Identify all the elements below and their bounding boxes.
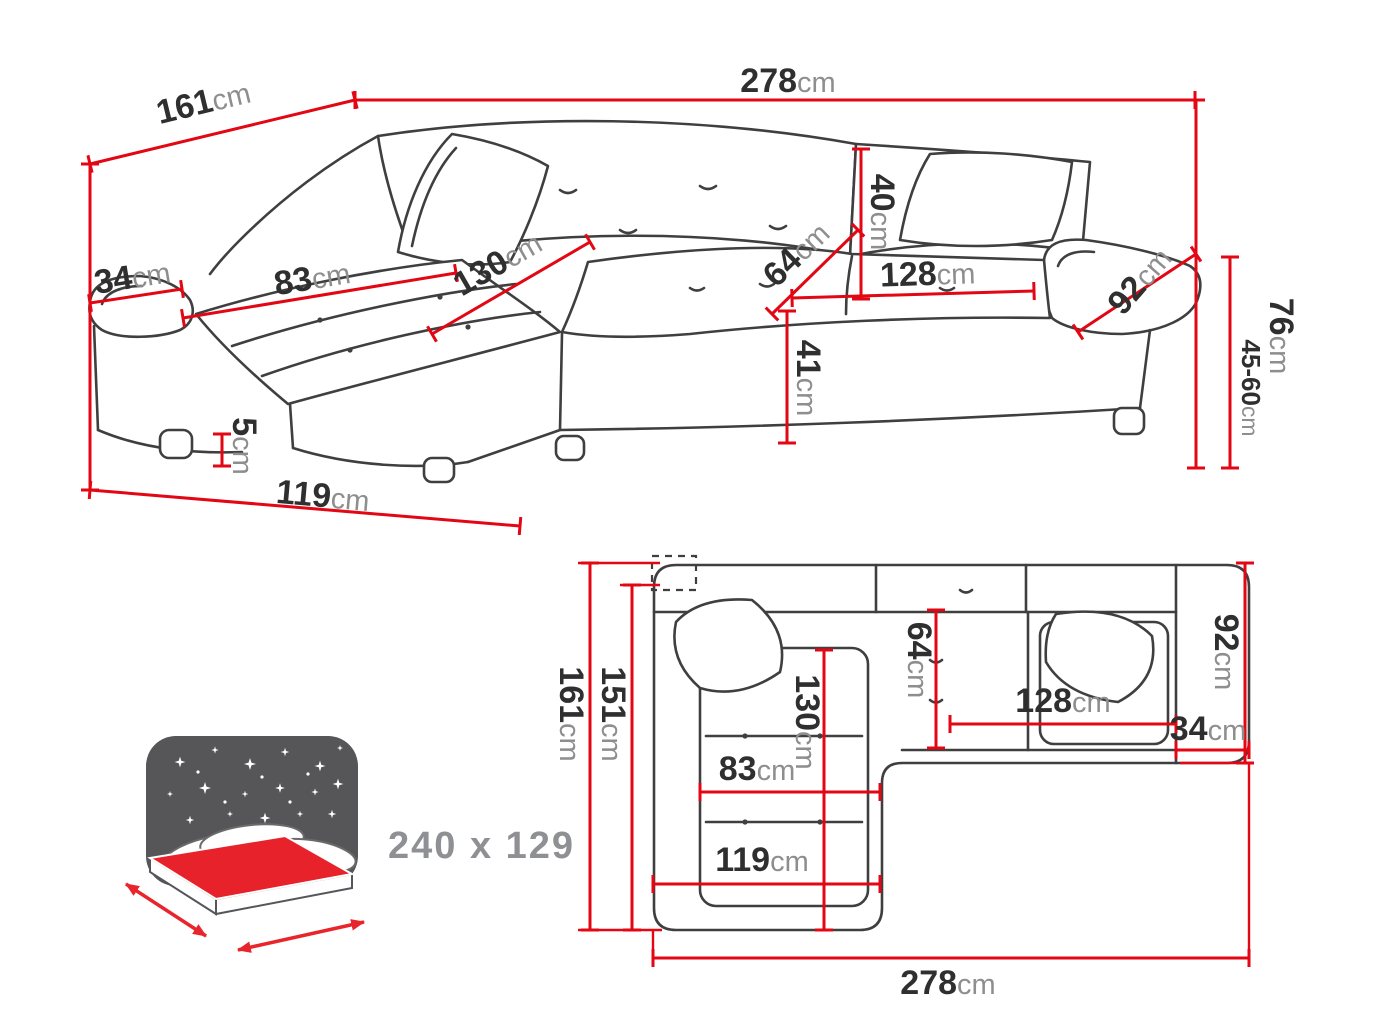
dim-label-tv-inner-depth: 151cm [594, 666, 632, 761]
dim-tv-seat-depth: 64cm [900, 608, 945, 750]
dim-label-tv-total-width: 278cm [900, 964, 995, 1002]
dim-label-seat-width: 128cm [879, 253, 976, 294]
top-view-dimensions: 161cm 151cm 92cm 130cm 64cm 128cm 3 [552, 561, 1254, 1002]
dim-label-tv-chaise-cushion-width: 83cm [719, 750, 796, 788]
sofa-leg [1112, 406, 1146, 436]
top-view-pillow-right [1044, 610, 1155, 704]
length-arrow [236, 919, 366, 953]
tuft-button [817, 819, 823, 825]
dim-label-tv-chaise-depth: 119cm [715, 841, 809, 879]
dim-armrest-width: 34cm [87, 252, 185, 313]
perspective-sofa-drawing [88, 119, 1202, 484]
dim-tv-chaise-cushion-width: 83cm [698, 750, 882, 801]
dim-label-backrest-height: 40cm [863, 174, 901, 251]
dim-chaise-depth: 119cm [87, 473, 523, 536]
dim-label-total-width: 278cm [740, 62, 835, 100]
dim-total-height: 76cm [1187, 98, 1300, 470]
tuft-button [437, 294, 443, 300]
dim-label-tv-armrest-width: 34cm [1170, 710, 1247, 748]
dim-total-depth: 161cm [86, 73, 359, 174]
pillow-left-seam [410, 146, 458, 248]
dim-label-tv-chaise-cushion-length: 130cm [788, 674, 826, 769]
sofa-leg [554, 434, 586, 462]
dim-armrest-height-range: 45-60cm [1221, 255, 1266, 470]
perspective-dimensions: 278cm 161cm 119cm 34cm 83cm 130cm 40cm [81, 62, 1300, 536]
dim-tv-total-width: 278cm [651, 949, 1251, 1002]
width-arrow [125, 882, 207, 938]
dim-label-seat-height: 41cm [789, 340, 827, 417]
tuft-button [317, 317, 323, 323]
dim-label-tv-total-depth: 161cm [552, 666, 590, 761]
dim-label-armrest-height-range: 45-60cm [1236, 339, 1266, 436]
dim-label-total-depth: 161cm [153, 73, 255, 132]
dim-tv-inner-depth: 151cm [594, 583, 641, 932]
base-left-side [92, 324, 100, 432]
dim-label-chaise-depth: 119cm [275, 473, 371, 519]
dim-label-leg-height: 5cm [225, 417, 263, 475]
tuft-button [465, 324, 471, 330]
chaise-front-left [288, 402, 295, 450]
tuft-button [347, 347, 353, 353]
sleeping-area-icon: 240 x 129 [125, 736, 575, 953]
base-right-side [1138, 328, 1152, 410]
sleeping-area-size-label: 240 x 129 [388, 825, 575, 867]
base-main-bottom [558, 406, 1142, 432]
dim-seat-width: 128cm [790, 253, 1036, 308]
dim-tv-total-depth: 161cm [552, 561, 599, 932]
backrest-corner-edge [208, 134, 380, 276]
dim-tv-armrest-length: 92cm [1207, 561, 1254, 765]
dim-label-tv-armrest-length: 92cm [1207, 614, 1245, 691]
dim-tv-chaise-depth: 119cm [651, 841, 882, 893]
dim-chaise-cushion-length: 130cm [426, 227, 596, 343]
chaise-cushion [194, 258, 562, 406]
stars [167, 745, 344, 825]
sofa-leg [158, 428, 194, 460]
dim-seat-height: 41cm [778, 309, 827, 445]
dim-label-armrest-width: 34cm [92, 252, 174, 301]
tuft-button [742, 733, 748, 739]
dim-label-total-height: 76cm [1262, 298, 1300, 375]
dim-total-width: 278cm [353, 62, 1197, 109]
pillow-right [898, 151, 1074, 248]
dim-tv-seat-width: 128cm [948, 682, 1178, 733]
dim-label-tv-seat-depth: 64cm [900, 622, 938, 699]
top-view-pillow-left [673, 598, 784, 693]
dim-label-tv-seat-width: 128cm [1015, 682, 1110, 720]
tuft-button [742, 819, 748, 825]
dim-leg-height: 5cm [213, 417, 263, 475]
sofa-leg [422, 456, 456, 484]
dim-tv-armrest-width: 34cm [1170, 710, 1251, 759]
dim-label-chaise-cushion-width: 83cm [271, 253, 353, 303]
dim-chaise-cushion-width: 83cm [180, 253, 459, 328]
